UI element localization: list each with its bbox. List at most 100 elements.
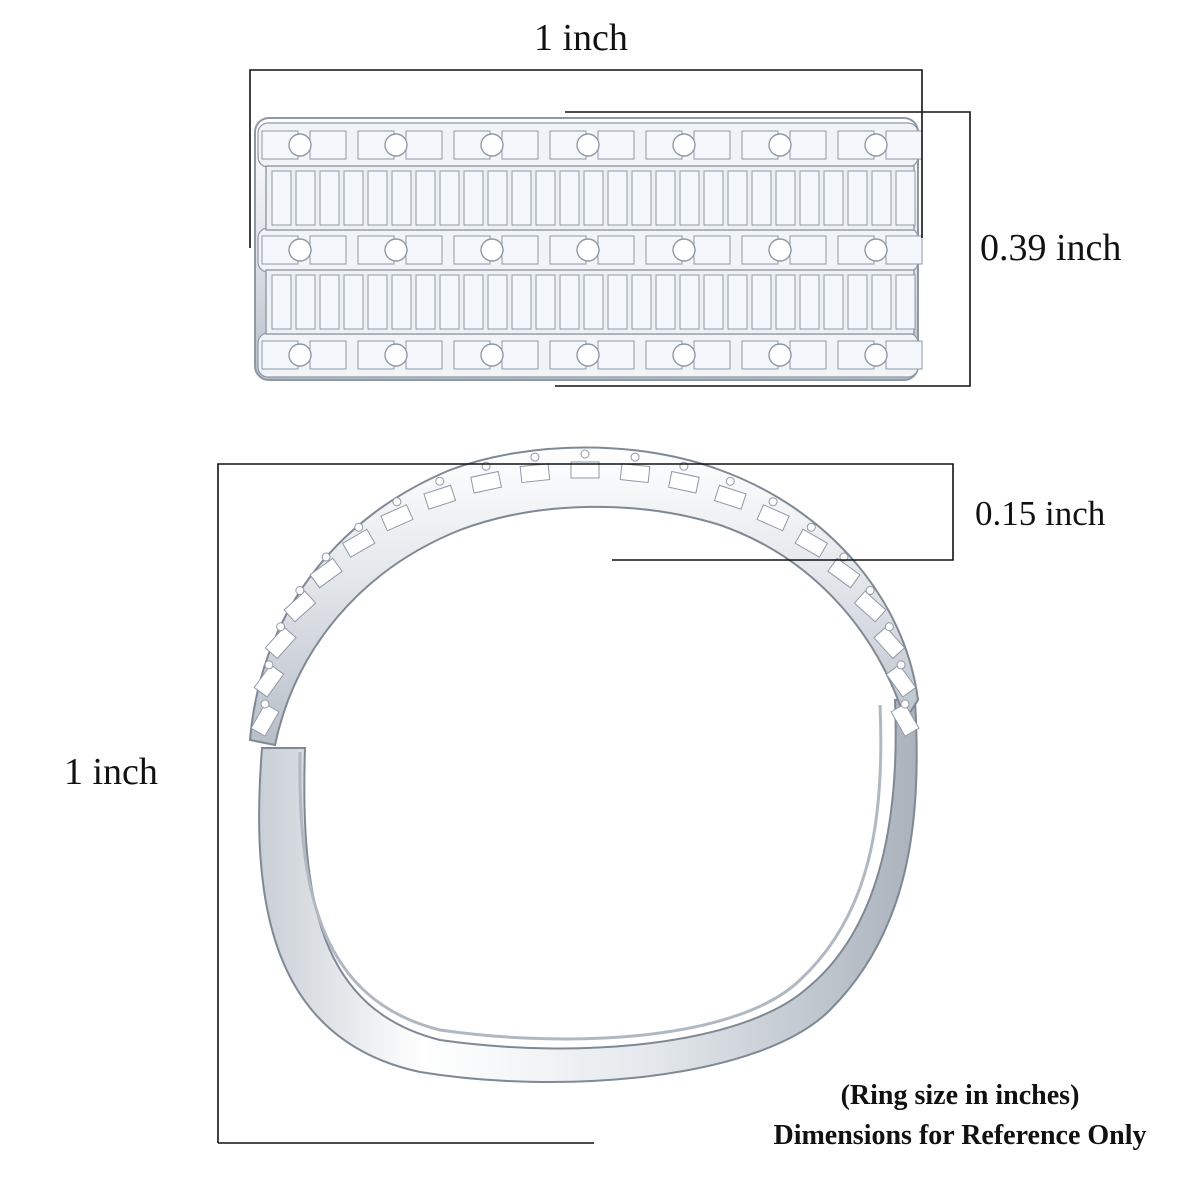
side-prong [264,660,274,670]
long-baguette-stone [775,274,796,330]
long-baguette-stone [535,170,556,226]
long-baguette-stone [319,274,340,330]
long-baguette-stone [391,170,412,226]
side-prong [725,476,735,486]
baguette-stone [693,235,731,265]
side-baguette-stone [423,484,457,510]
side-baguette-stone [470,470,503,494]
long-baguette-stone [703,170,724,226]
top-width-label: 1 inch [534,17,628,59]
round-stone [576,238,600,262]
side-baguette-stone [667,470,700,494]
long-baguette-stone [271,170,292,226]
long-baguette-stone [823,170,844,226]
long-baguette-stone [871,274,892,330]
band-depth-label: 0.15 inch [975,494,1106,533]
ring-height-label: 1 inch [64,751,158,793]
long-baguette-stone [703,274,724,330]
side-prong [630,452,640,462]
note-ring-size: (Ring size in inches) [840,1080,1080,1111]
round-stone [288,343,312,367]
baguette-stone [885,235,923,265]
baguette-stone [597,340,635,370]
baguette-stone [789,340,827,370]
long-baguette-stone [463,170,484,226]
side-dimension-lines [217,463,954,1144]
side-baguette-stone [309,557,343,589]
long-baguette-stone [415,274,436,330]
baguette-stone [309,340,347,370]
long-baguette-stone [343,274,364,330]
long-baguette-stone [679,274,700,330]
long-baguette-stone [799,170,820,226]
side-baguette-stone [885,664,917,698]
round-stone [768,238,792,262]
side-baguette-stone [853,590,887,623]
ring-shank [258,699,918,1083]
long-baguette-stone [655,170,676,226]
side-baguette-stone [756,504,790,532]
round-stone [672,343,696,367]
baguette-stone [885,340,923,370]
long-baguette-stone [295,170,316,226]
long-baguette-stone [847,274,868,330]
side-prong [260,699,270,709]
round-stone [672,133,696,157]
ring-head [248,446,920,747]
long-baguette-stone [559,170,580,226]
long-baguette-stone [487,274,508,330]
side-baguette-stone [619,463,651,484]
width-bracket [249,69,923,248]
baguette-stone [309,235,347,265]
long-baguette-stone [583,170,604,226]
baguette-stone [885,130,923,160]
round-stone [576,343,600,367]
side-baguette-stone [890,703,920,737]
round-stone [576,133,600,157]
side-prong [435,476,445,486]
side-prong [295,586,305,596]
baguette-stone [405,130,443,160]
side-prong [354,522,364,532]
round-stone [480,133,504,157]
depth-bracket [217,463,954,1143]
baguette-stone [405,340,443,370]
side-prong [806,522,816,532]
long-baguette-stone [295,274,316,330]
long-baguette-stone [727,170,748,226]
long-baguette-stone [871,170,892,226]
side-prong [900,699,910,709]
long-baguette-stone [511,170,532,226]
long-baguette-stone [895,274,916,330]
side-prong [530,452,540,462]
top-height-label: 0.39 inch [980,227,1122,269]
round-stone [672,238,696,262]
side-view-ring [248,446,920,1083]
side-baguette-stone [253,664,285,698]
side-baguette-stone [283,590,317,623]
side-prong [276,622,286,632]
round-stone [768,133,792,157]
note-reference: Dimensions for Reference Only [773,1120,1147,1151]
baguette-stone [501,340,539,370]
height-bracket [555,111,971,387]
long-baguette-stone [439,274,460,330]
long-baguette-stone [631,170,652,226]
round-stone [864,133,888,157]
side-baguette-stone [873,626,906,660]
side-baguette-stone [264,626,297,660]
long-baguette-stone [751,170,772,226]
side-baguette-stone [519,463,551,484]
long-baguette-stone [319,170,340,226]
round-stone [768,343,792,367]
stone-rows [257,122,923,378]
side-prong [884,622,894,632]
side-prong [768,497,778,507]
long-baguette-stone [607,274,628,330]
round-stone [384,238,408,262]
long-baguette-stone [607,170,628,226]
baguette-stone [309,130,347,160]
long-baguette-stone [511,274,532,330]
round-stone [864,238,888,262]
long-baguette-stone [847,170,868,226]
